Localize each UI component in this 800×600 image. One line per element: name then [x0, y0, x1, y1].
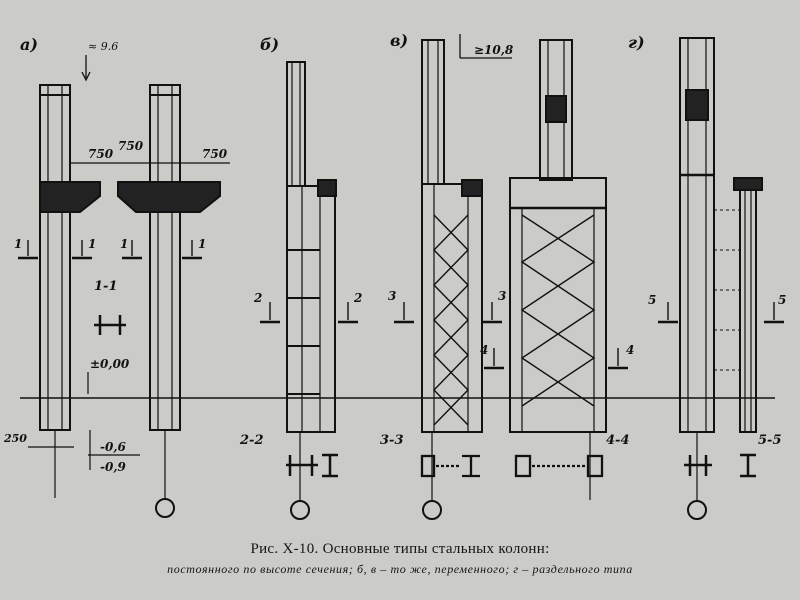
dim-top-a: ≈ 9.6 — [88, 40, 118, 53]
column-g1 — [679, 37, 715, 520]
cut-mark-3-right: 3 — [498, 289, 506, 303]
column-a1 — [39, 84, 101, 498]
cut-mark-5-right: 5 — [778, 293, 786, 307]
section-5-5-glyph — [684, 453, 756, 478]
section-2-2-glyph — [286, 453, 338, 478]
dim-750-2: 750 — [118, 139, 144, 153]
dim-base-width: 250 — [3, 432, 27, 445]
section-3-3-glyph — [420, 454, 480, 478]
cut-mark-5-left: 5 — [648, 293, 656, 307]
cut-mark-1-left: 1 — [14, 237, 22, 251]
dim-depth-2: -0,9 — [100, 460, 127, 474]
cut-mark-1-right: 1 — [88, 237, 96, 251]
dim-top-v: ≥10,8 — [474, 43, 514, 57]
dim-750-1: 750 — [88, 147, 114, 161]
section-title-4-4: 4-4 — [606, 433, 630, 448]
column-g2 — [714, 177, 763, 433]
section-1-1-glyph — [94, 315, 126, 335]
section-title-5-5: 5-5 — [758, 433, 782, 448]
panel-label-v: в) — [390, 31, 408, 50]
column-b — [286, 61, 337, 520]
column-v1 — [421, 39, 483, 520]
section-title-3-3: 3-3 — [380, 433, 404, 448]
cut-mark-1-left-b: 1 — [120, 237, 128, 251]
column-v2 — [509, 39, 607, 500]
cut-mark-1-right-b: 1 — [198, 237, 206, 251]
cut-mark-4-right: 4 — [626, 343, 634, 357]
section-title-1-1: 1-1 — [94, 279, 118, 294]
cut-mark-3-left: 3 — [388, 289, 396, 303]
panel-label-b: б) — [260, 35, 279, 54]
figure-caption-subtitle: постоянного по высоте сечения; б, в – то… — [167, 562, 633, 576]
panel-label-a: а) — [20, 35, 38, 54]
figure-caption-title: Рис. X-10. Основные типы стальных колонн… — [250, 541, 550, 557]
section-4-4-glyph — [514, 454, 604, 478]
panel-label-g: г) — [628, 33, 645, 52]
cut-mark-4-left: 4 — [480, 343, 488, 357]
dim-depth-1: -0,6 — [100, 440, 127, 454]
dim-750-3: 750 — [202, 147, 228, 161]
cut-mark-2-right: 2 — [353, 291, 362, 305]
dim-zero: ±0,00 — [90, 357, 130, 371]
section-title-2-2: 2-2 — [239, 433, 264, 448]
cut-mark-2-left: 2 — [253, 291, 262, 305]
column-a2 — [117, 84, 221, 518]
